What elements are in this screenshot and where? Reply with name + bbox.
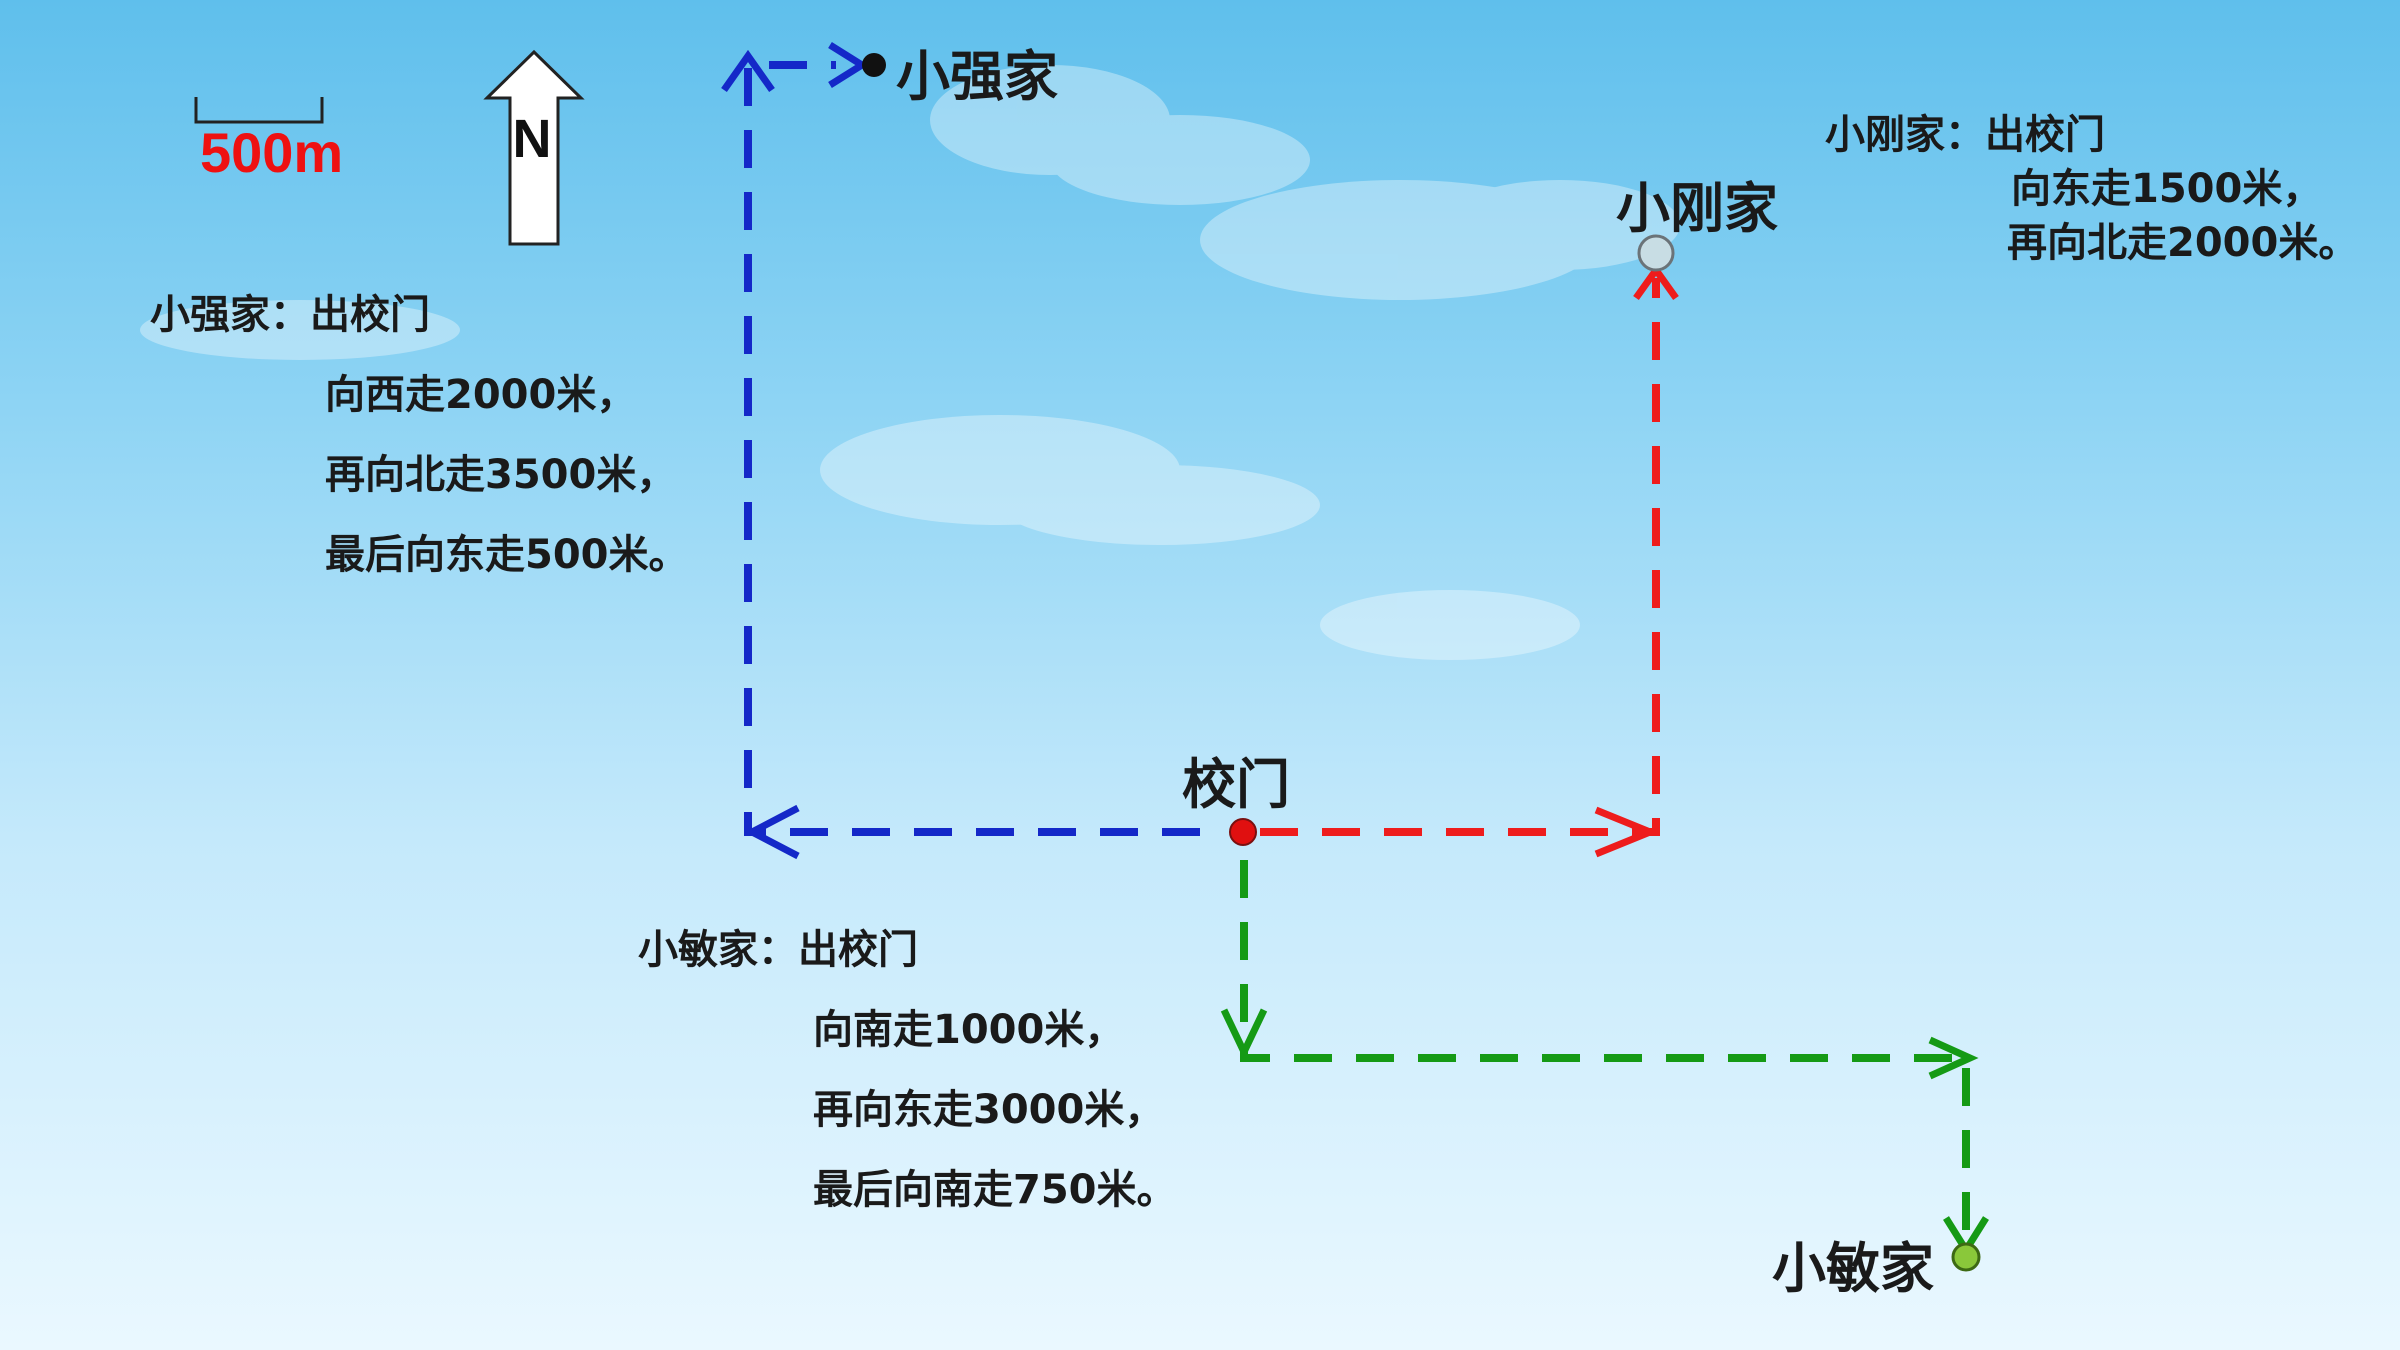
route-xiaomin-path xyxy=(1240,860,1970,1250)
xiaogang-route-step: 向东走1500米， xyxy=(2011,166,2323,212)
xiaogang-route-description: 小刚家：出校门 向东走1500米， 再向北走2000米。 xyxy=(1825,108,2358,270)
xiaogang-home-label: 小刚家 xyxy=(1616,177,1778,240)
xiaomin-route-description: 小敏家：出校门 向南走1000米， 再向东走3000米， 最后向南走750米。 xyxy=(638,910,1177,1230)
route-xiaomin-arrowhead-east xyxy=(1928,1036,1979,1080)
xiaomin-route-step: 再向东走3000米， xyxy=(813,1087,1165,1133)
school-gate-marker xyxy=(1229,818,1257,846)
xiaoqiang-home-marker xyxy=(862,53,886,77)
cloud-decoration xyxy=(140,65,1680,660)
scale-bar xyxy=(194,97,324,124)
xiaoqiang-route-title: 小强家：出校门 xyxy=(150,292,430,338)
xiaomin-home-label: 小敏家 xyxy=(1772,1237,1934,1300)
xiaomin-home-marker xyxy=(1951,1242,1981,1272)
xiaoqiang-route-step: 再向北走3500米， xyxy=(325,452,677,498)
xiaomin-route-step: 向南走1000米， xyxy=(813,1007,1125,1053)
xiaogang-route-title: 小刚家：出校门 xyxy=(1825,112,2105,158)
route-xiaogang-path xyxy=(1260,278,1660,836)
xiaogang-home-marker xyxy=(1637,234,1675,272)
xiaomin-route-title: 小敏家：出校门 xyxy=(638,927,918,973)
north-letter: N xyxy=(512,109,552,169)
route-xiaomin-arrowhead-south-1 xyxy=(1220,1008,1268,1061)
route-xiaoqiang-path xyxy=(744,61,1200,836)
school-gate-label: 校门 xyxy=(1182,753,1290,816)
xiaoqiang-route-step: 最后向东走500米。 xyxy=(325,532,689,578)
route-xiaomin xyxy=(1220,860,1989,1257)
route-xiaogang xyxy=(1260,263,1679,858)
scale-label: 500m xyxy=(200,121,344,184)
route-xiaoqiang-arrowhead-west xyxy=(744,804,800,860)
xiaoqiang-route-description: 小强家：出校门 向西走2000米， 再向北走3500米， 最后向东走500米。 xyxy=(150,275,689,595)
xiaoqiang-route-step: 向西走2000米， xyxy=(325,372,637,418)
xiaomin-route-step: 最后向南走750米。 xyxy=(813,1167,1177,1213)
xiaogang-route-step: 再向北走2000米。 xyxy=(2007,220,2359,266)
route-xiaoqiang-arrowhead-north xyxy=(721,49,775,93)
route-xiaogang-arrowhead-east xyxy=(1594,806,1660,858)
xiaoqiang-home-label: 小强家 xyxy=(896,45,1058,108)
north-arrow-icon xyxy=(483,49,585,246)
